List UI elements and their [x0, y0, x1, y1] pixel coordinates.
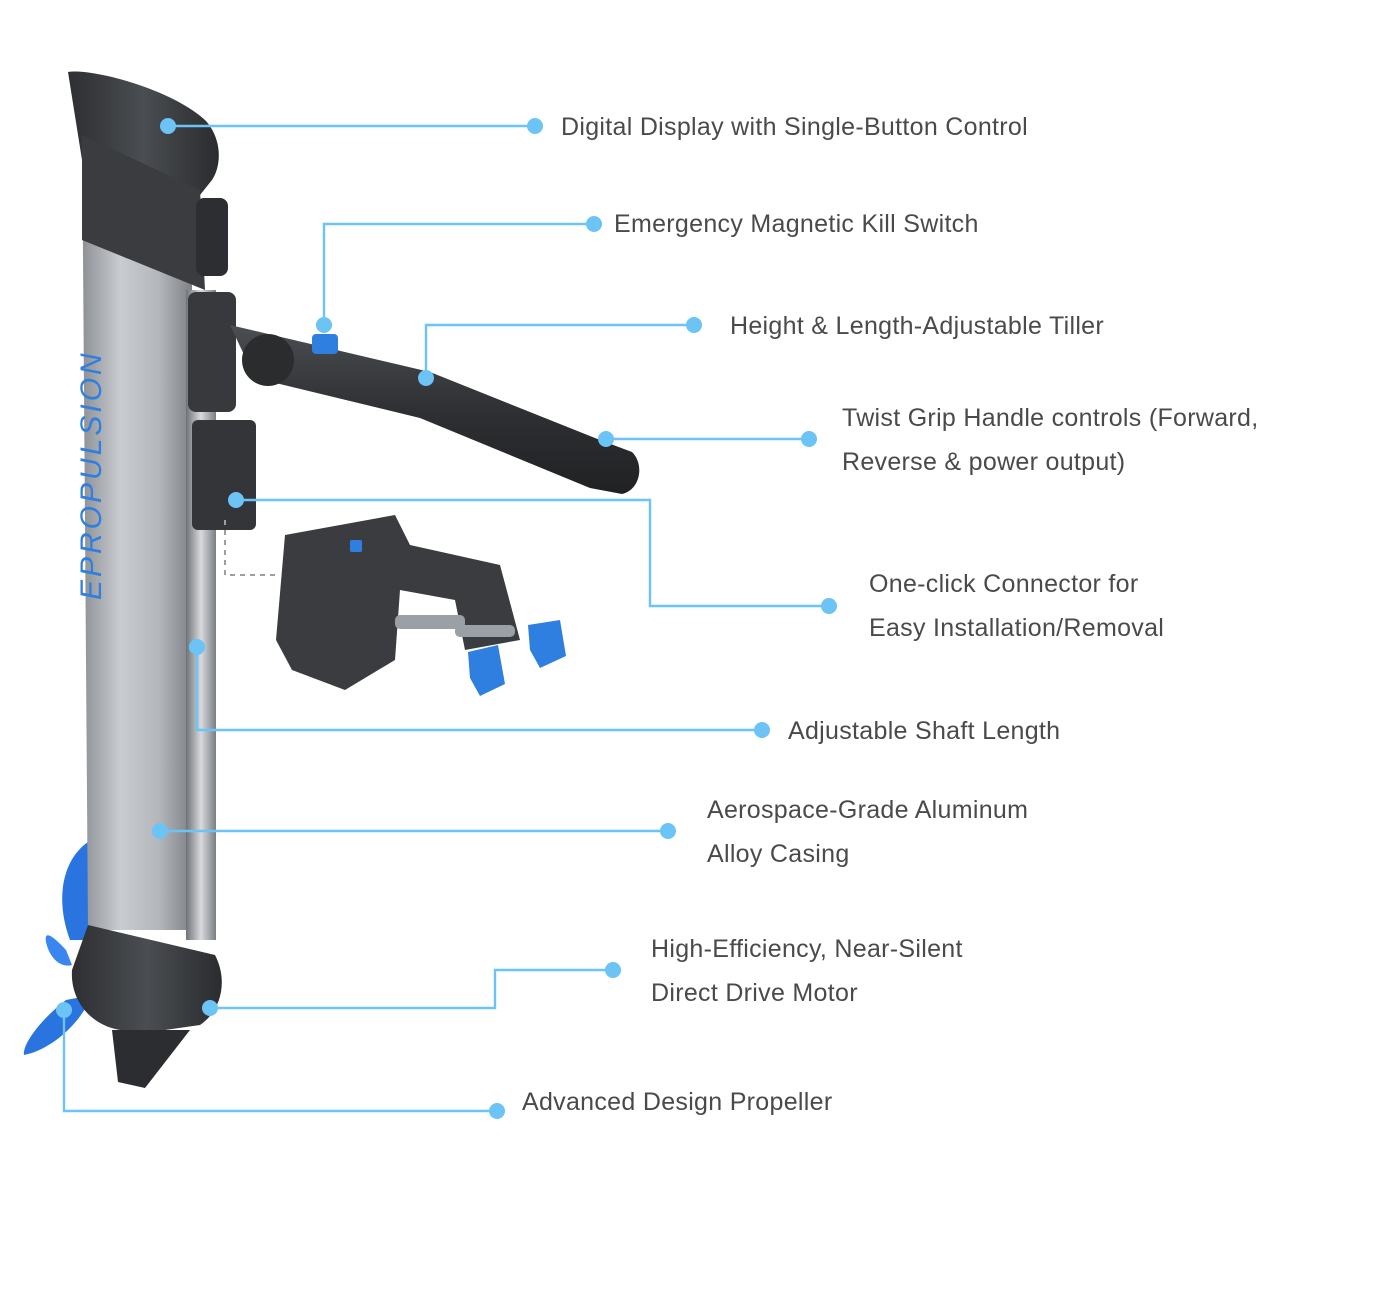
leader-lines — [56, 118, 837, 1119]
label-line: Digital Display with Single-Button Contr… — [561, 113, 1028, 141]
label-twist-grip: Twist Grip Handle controls (Forward, Rev… — [842, 396, 1258, 484]
leader-tiller-anchor-dot — [418, 370, 434, 386]
label-shaft: Adjustable Shaft Length — [788, 709, 1060, 753]
mount-bracket — [188, 292, 256, 530]
leader-kill-switch-end-dot — [586, 216, 602, 232]
leader-propeller-end-dot — [489, 1103, 505, 1119]
leader-kill-switch — [322, 222, 594, 325]
label-line: Height & Length-Adjustable Tiller — [730, 312, 1104, 340]
leader-motor — [210, 968, 613, 1010]
leader-display-end-dot — [527, 118, 543, 134]
leader-casing-end-dot — [660, 823, 676, 839]
label-propeller: Advanced Design Propeller — [522, 1080, 832, 1124]
label-line: Advanced Design Propeller — [522, 1088, 833, 1116]
label-line: Direct Drive Motor — [651, 979, 858, 1007]
leader-display-anchor-dot — [160, 118, 176, 134]
aluminum-casing — [82, 120, 192, 930]
label-line: Adjustable Shaft Length — [788, 717, 1061, 745]
display-head — [68, 71, 228, 290]
leader-shaft — [195, 647, 762, 732]
propeller — [23, 842, 94, 1055]
label-display: Digital Display with Single-Button Contr… — [561, 105, 1028, 149]
leader-twist-grip-anchor-dot — [598, 431, 614, 447]
leader-twist-grip-end-dot — [801, 431, 817, 447]
tiller — [230, 325, 640, 494]
leader-tiller — [424, 323, 694, 378]
leader-propeller — [62, 1010, 497, 1113]
label-line: Aerospace-Grade Aluminum — [707, 796, 1029, 824]
leader-tiller-end-dot — [686, 317, 702, 333]
leader-casing-anchor-dot — [152, 823, 168, 839]
leader-shaft-anchor-dot — [189, 639, 205, 655]
leader-connector-anchor-dot — [228, 492, 244, 508]
label-line: Alloy Casing — [707, 840, 850, 868]
label-line: Easy Installation/Removal — [869, 614, 1165, 642]
leader-kill-switch-anchor-dot — [316, 317, 332, 333]
label-line: One-click Connector for — [869, 570, 1139, 598]
label-casing: Aerospace-Grade Aluminum Alloy Casing — [707, 788, 1028, 876]
label-motor: High-Efficiency, Near-Silent Direct Driv… — [651, 927, 963, 1015]
motor-housing — [71, 925, 222, 1088]
label-line: Reverse & power output) — [842, 448, 1126, 476]
detached-clamp — [224, 515, 566, 696]
label-connector: One-click Connector for Easy Installatio… — [869, 562, 1164, 650]
label-line: High-Efficiency, Near-Silent — [651, 935, 963, 963]
leader-shaft-end-dot — [754, 722, 770, 738]
label-line: Emergency Magnetic Kill Switch — [614, 210, 979, 238]
label-kill-switch: Emergency Magnetic Kill Switch — [614, 202, 979, 246]
leader-propeller-anchor-dot — [56, 1002, 72, 1018]
leader-motor-anchor-dot — [202, 1000, 218, 1016]
label-tiller: Height & Length-Adjustable Tiller — [730, 304, 1104, 348]
leader-connector-end-dot — [821, 598, 837, 614]
label-line: Twist Grip Handle controls (Forward, — [842, 404, 1259, 432]
leader-motor-end-dot — [605, 962, 621, 978]
brand-text: EPROPULSION — [75, 350, 108, 600]
leader-connector — [236, 498, 829, 608]
